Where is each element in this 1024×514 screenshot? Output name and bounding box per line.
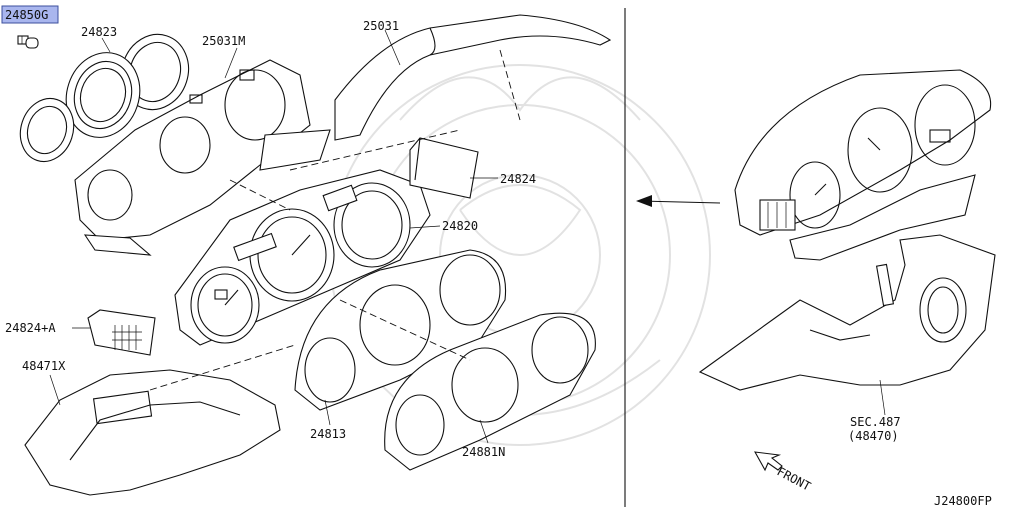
warning-lamp-drawing <box>409 137 498 199</box>
part-label-48471x[interactable]: 48471X <box>22 359 66 373</box>
assembly-guides <box>149 49 521 391</box>
part-label-24824a[interactable]: 24824+A <box>5 321 56 335</box>
part-label-24823[interactable]: 24823 <box>81 25 117 39</box>
section-ref-line2[interactable]: (48470) <box>848 429 899 443</box>
part-label-24881n[interactable]: 24881N <box>462 445 505 459</box>
sec-487-drawing <box>698 234 996 416</box>
small-meter-drawing <box>72 309 156 356</box>
gauge-lenses-drawing <box>19 33 190 163</box>
cluster-lid-drawing <box>334 14 612 141</box>
part-label-25031[interactable]: 25031 <box>363 19 399 33</box>
arrow-left-icon <box>636 195 721 207</box>
diagram-code: J24800FP <box>934 494 992 508</box>
section-ref-line1[interactable]: SEC.487 <box>850 415 901 429</box>
mask-plate-drawing <box>74 47 331 256</box>
front-arrow-icon <box>753 451 783 472</box>
part-248506-group[interactable] <box>1 5 59 49</box>
part-label-25031m[interactable]: 25031M <box>202 34 245 48</box>
bulb-icon <box>17 35 39 49</box>
hatch-pattern <box>112 325 142 350</box>
bezel-ring-drawing <box>384 312 596 471</box>
part-label-24820[interactable]: 24820 <box>442 219 478 233</box>
cluster-lens-drawing <box>294 249 507 426</box>
part-label-24813[interactable]: 24813 <box>310 427 346 441</box>
part-label-248506[interactable]: 24850G <box>5 8 48 22</box>
meter-assembly-drawing <box>174 169 441 346</box>
part-248506-highlight[interactable] <box>1 5 59 24</box>
installed-cluster-drawing <box>734 69 992 261</box>
part-label-24824[interactable]: 24824 <box>500 172 536 186</box>
finisher-drawing <box>24 369 281 496</box>
front-label: FRONT <box>775 464 813 493</box>
